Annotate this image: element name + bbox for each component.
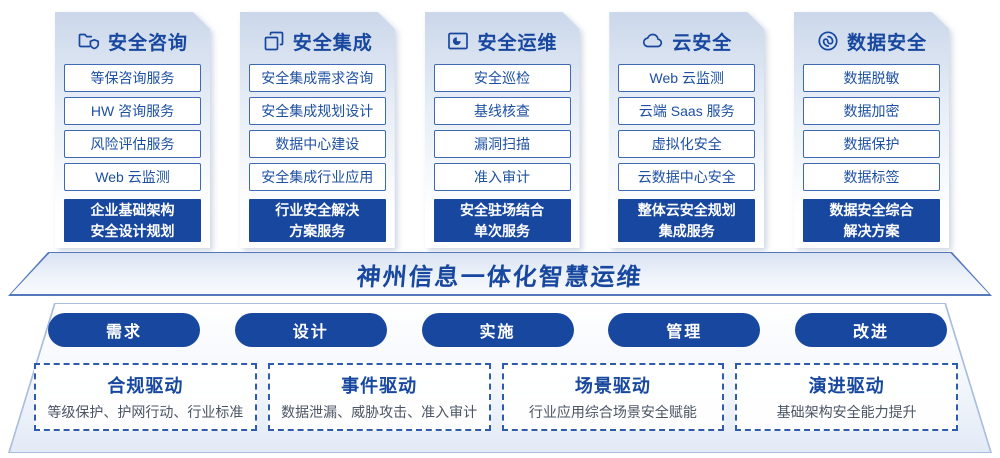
service-item: HW 咨询服务 bbox=[64, 97, 201, 125]
card-footer: 行业安全解决 方案服务 bbox=[248, 199, 386, 242]
driver-desc: 数据泄漏、威胁攻击、准入审计 bbox=[281, 404, 478, 420]
service-item: 漏洞扫描 bbox=[433, 130, 571, 158]
service-item: 数据标签 bbox=[803, 163, 940, 191]
drivers-row: 合规驱动等级保护、护网行动、行业标准事件驱动数据泄漏、威胁攻击、准入审计场景驱动… bbox=[34, 363, 958, 431]
service-card-body: 云安全 Web 云监测云端 Saas 服务虚拟化安全云数据中心安全 整体云安全规… bbox=[609, 12, 765, 248]
phase-pill: 实施 bbox=[421, 313, 574, 347]
banner-title: 神州信息一体化智慧运维 bbox=[355, 263, 644, 291]
service-cards-row: 安全咨询 等保咨询服务 HW 咨询服务风险评估服务 Web 云监测 企业基础架构 安… bbox=[55, 12, 949, 248]
service-card: 安全运维 安全巡检基线核查漏洞扫描准入审计 安全驻场结合 单次服务 bbox=[424, 12, 580, 248]
service-card: 安全集成 安全集成需求咨询安全集成规划设计数据中心建设安全集成行业应用 行业安全… bbox=[239, 12, 395, 248]
copy-icon bbox=[262, 29, 286, 53]
card-title: 安全咨询 bbox=[107, 32, 188, 54]
driver-title: 场景驱动 bbox=[574, 376, 651, 396]
card-header: 安全集成 bbox=[249, 26, 386, 56]
service-card: 安全咨询 等保咨询服务 HW 咨询服务风险评估服务 Web 云监测 企业基础架构 安… bbox=[55, 12, 210, 248]
phase-pill: 改进 bbox=[795, 313, 947, 347]
card-items: 等保咨询服务 HW 咨询服务风险评估服务 Web 云监测 bbox=[64, 64, 201, 191]
card-items: 安全集成需求咨询安全集成规划设计数据中心建设安全集成行业应用 bbox=[248, 64, 386, 191]
service-item: 安全巡检 bbox=[433, 64, 571, 92]
card-title: 安全运维 bbox=[477, 32, 558, 54]
card-title: 安全集成 bbox=[292, 32, 373, 54]
driver-box: 事件驱动数据泄漏、威胁攻击、准入审计 bbox=[267, 363, 491, 431]
card-footer: 企业基础架构 安全设计规划 bbox=[64, 199, 201, 242]
service-item: 数据中心建设 bbox=[248, 130, 386, 158]
card-header: 数据安全 bbox=[803, 26, 940, 56]
card-title: 云安全 bbox=[672, 32, 733, 54]
folder-shield-icon bbox=[77, 29, 101, 53]
banner: 神州信息一体化智慧运维 bbox=[8, 252, 992, 296]
phase-pill: 需求 bbox=[48, 313, 200, 347]
service-item: Web 云监测 bbox=[64, 163, 201, 191]
driver-desc: 基础架构安全能力提升 bbox=[776, 404, 917, 420]
card-header: 安全运维 bbox=[434, 26, 571, 56]
banner-fill bbox=[11, 253, 989, 294]
card-title: 数据安全 bbox=[846, 32, 927, 54]
service-card: 数据安全 数据脱敏数据加密数据保护数据标签 数据安全综合 解决方案 bbox=[794, 12, 949, 248]
card-items: 数据脱敏数据加密数据保护数据标签 bbox=[803, 64, 940, 191]
service-item: 数据保护 bbox=[803, 130, 940, 158]
service-item: 云端 Saas 服务 bbox=[618, 97, 756, 125]
driver-title: 合规驱动 bbox=[107, 376, 184, 396]
phase-pills-row: 需求设计实施管理改进 bbox=[48, 313, 947, 347]
service-item: 准入审计 bbox=[433, 163, 571, 191]
service-item: 安全集成规划设计 bbox=[248, 97, 386, 125]
service-item: 数据脱敏 bbox=[803, 64, 940, 92]
driver-box: 演进驱动基础架构安全能力提升 bbox=[735, 363, 958, 431]
service-card-body: 数据安全 数据脱敏数据加密数据保护数据标签 数据安全综合 解决方案 bbox=[794, 12, 949, 248]
driver-box: 合规驱动等级保护、护网行动、行业标准 bbox=[34, 363, 257, 431]
service-item: 安全集成行业应用 bbox=[248, 163, 386, 191]
driver-title: 事件驱动 bbox=[341, 376, 418, 396]
service-item: Web 云监测 bbox=[618, 64, 756, 92]
driver-title: 演进驱动 bbox=[808, 376, 885, 396]
driver-box: 场景驱动行业应用综合场景安全赋能 bbox=[501, 363, 725, 431]
cloud-icon bbox=[641, 29, 665, 53]
phase-pill: 设计 bbox=[234, 313, 387, 347]
card-footer: 数据安全综合 解决方案 bbox=[803, 199, 940, 242]
service-card-body: 安全咨询 等保咨询服务 HW 咨询服务风险评估服务 Web 云监测 企业基础架构 安… bbox=[55, 12, 210, 248]
service-item: 安全集成需求咨询 bbox=[248, 64, 386, 92]
driver-desc: 等级保护、护网行动、行业标准 bbox=[47, 404, 244, 420]
service-item: 数据加密 bbox=[803, 97, 940, 125]
service-item: 风险评估服务 bbox=[64, 130, 201, 158]
card-header: 云安全 bbox=[618, 26, 755, 56]
service-card-body: 安全集成 安全集成需求咨询安全集成规划设计数据中心建设安全集成行业应用 行业安全… bbox=[239, 12, 395, 248]
card-header: 安全咨询 bbox=[64, 26, 201, 56]
card-items: 安全巡检基线核查漏洞扫描准入审计 bbox=[433, 64, 571, 191]
card-footer: 整体云安全规划 集成服务 bbox=[618, 199, 756, 242]
card-footer: 安全驻场结合 单次服务 bbox=[433, 199, 571, 242]
service-card-body: 安全运维 安全巡检基线核查漏洞扫描准入审计 安全驻场结合 单次服务 bbox=[424, 12, 580, 248]
driver-desc: 行业应用综合场景安全赋能 bbox=[528, 404, 697, 420]
service-item: 虚拟化安全 bbox=[618, 130, 756, 158]
service-item: 云数据中心安全 bbox=[618, 163, 756, 191]
monitor-pie-icon bbox=[446, 29, 470, 53]
phase-pill: 管理 bbox=[608, 313, 761, 347]
service-item: 等保咨询服务 bbox=[64, 64, 201, 92]
service-card: 云安全 Web 云监测云端 Saas 服务虚拟化安全云数据中心安全 整体云安全规… bbox=[609, 12, 765, 248]
card-items: Web 云监测云端 Saas 服务虚拟化安全云数据中心安全 bbox=[618, 64, 756, 191]
fingerprint-icon bbox=[816, 29, 840, 53]
service-item: 基线核查 bbox=[433, 97, 571, 125]
